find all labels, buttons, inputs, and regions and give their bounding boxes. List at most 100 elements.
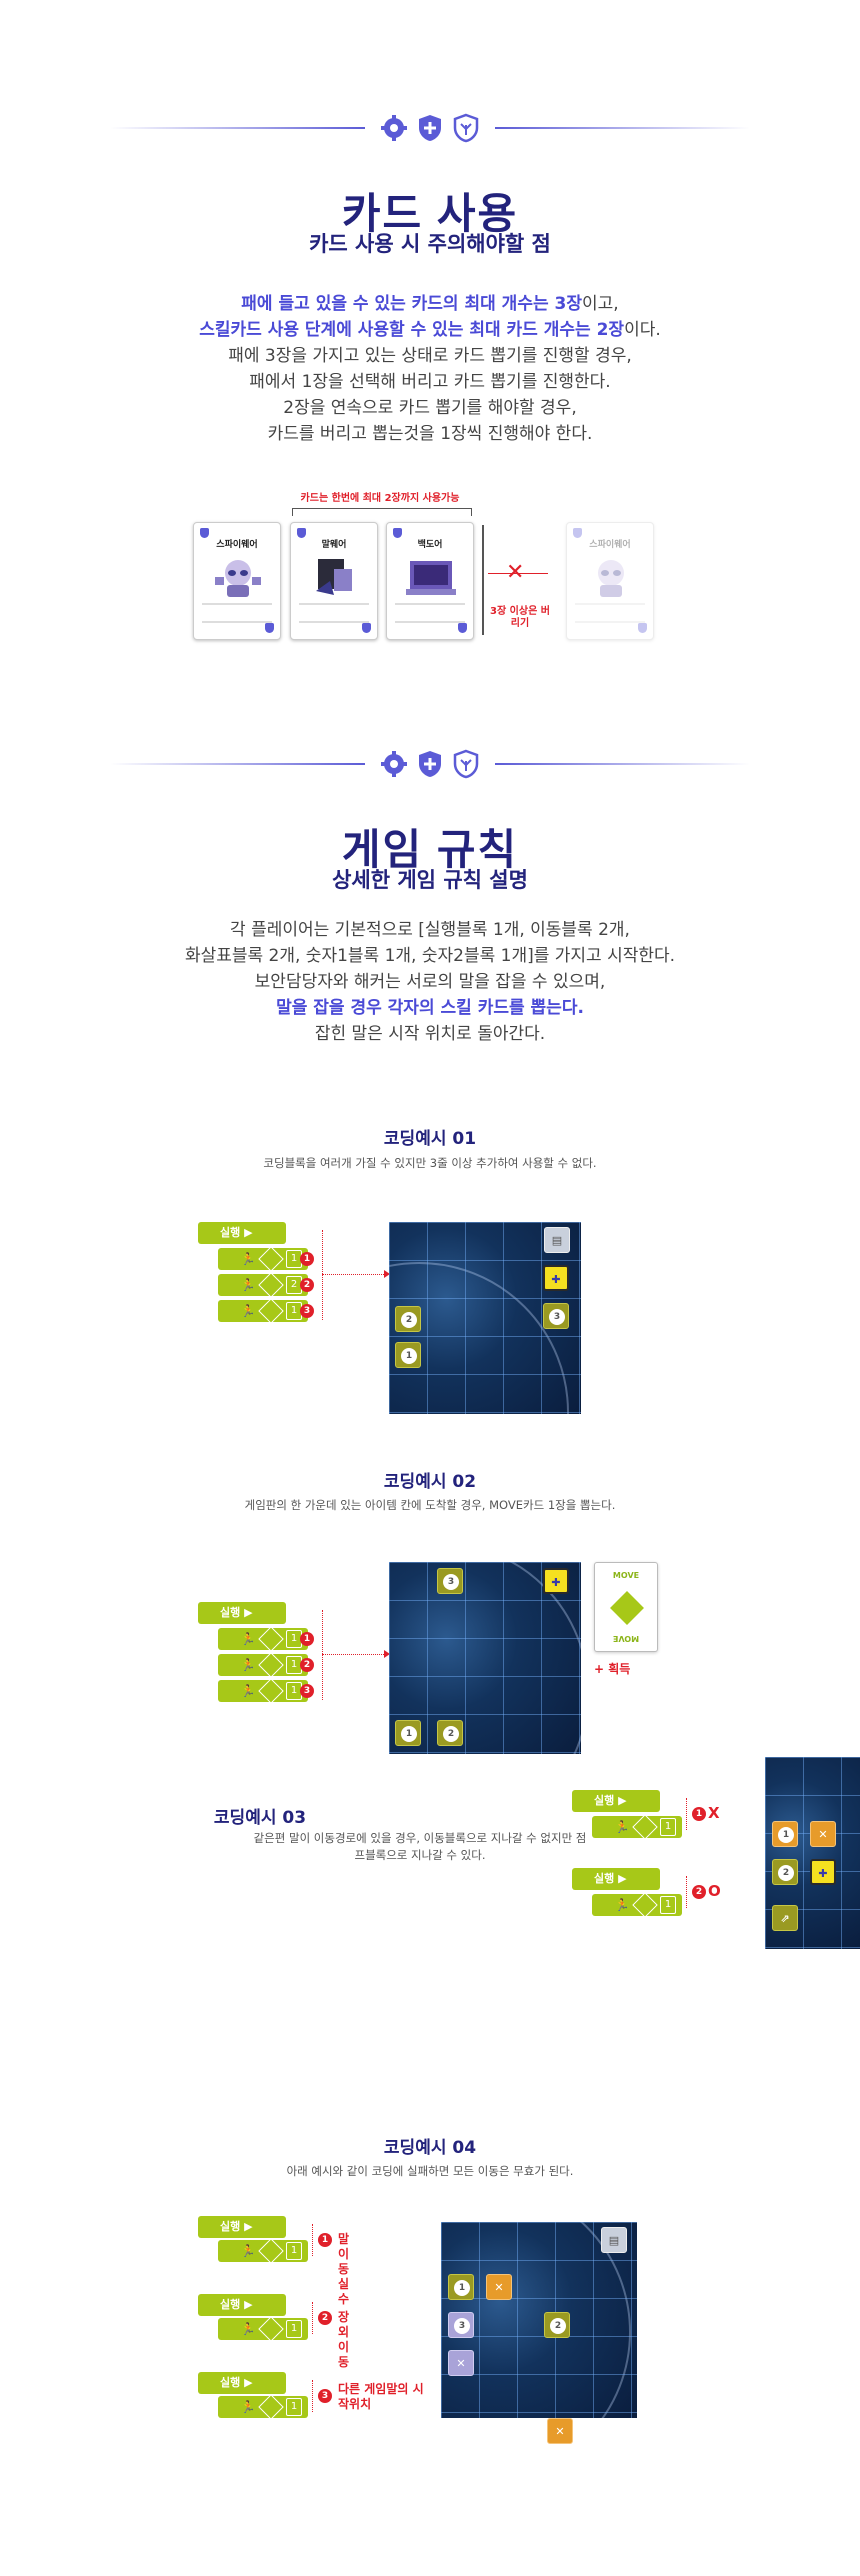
piece-1: 1 [448,2274,474,2300]
connector-line [322,1610,323,1700]
move-block: 🏃1 [218,1678,308,1704]
step-number: 3 [318,2389,332,2403]
divider-line [110,763,365,765]
walk-icon: 🏃 [240,1278,256,1292]
walk-icon: 🏃 [240,1632,256,1646]
card-text-lines [299,603,369,623]
card-rules-text: 패에 들고 있을 수 있는 카드의 최대 개수는 3장이고, 스킬카드 사용 단… [0,291,860,447]
piece-1: 1 [395,1342,421,1368]
card-badge-icon [638,623,647,633]
walk-icon: 🏃 [240,1684,256,1698]
move-block: 🏃1 [218,1298,308,1324]
section-divider [110,113,750,143]
card-badge-icon [265,623,274,633]
connector-line [686,1798,687,1830]
error-label: 다른 게임말의 시작위치 [338,2382,424,2411]
piece-1: 1 [395,1720,421,1746]
skill-card-spyware: 스파이웨어 [193,522,281,640]
gear-icon [381,751,407,777]
rule-line: 보안담당자와 해커는 서로의 말을 잡을 수 있으며, [254,972,606,992]
skill-card-malware: 말웨어 [290,522,378,640]
move-block: 🏃1 [218,2238,308,2264]
game-board: 3 ✚ 1 2 [389,1562,581,1754]
step-number: 3 [300,1684,314,1698]
example-desc: 코딩블록을 여러개 가질 수 있지만 3줄 이상 추가하여 사용할 수 없다. [263,1156,597,1170]
walk-icon: 🏃 [240,2400,256,2414]
step-number: 1 [300,1632,314,1646]
divider-line [495,127,750,129]
card-text-lines [575,603,645,623]
arrow-icon [384,1650,390,1658]
divider-icons [380,113,480,143]
step-number: 2 [300,1278,314,1292]
section-subtitle: 카드 사용 시 주의해야할 점 [309,232,551,256]
connector-line [322,1654,384,1655]
piece-3: 3 [448,2312,474,2338]
card-badge-icon [573,528,582,538]
shield-plus-icon [419,115,441,141]
connector-line [322,1274,384,1275]
document-icon: ▤ [544,1227,570,1253]
card-badge-icon [458,623,467,633]
shield-plus-icon [419,751,441,777]
move-block: 🏃1 [592,1892,682,1918]
limit-bar [482,525,484,635]
rule-line: 카드를 버리고 뽑는것을 1장씩 진행해야 한다. [267,424,593,444]
run-block: 실행 ▶ [198,1602,286,1624]
fail-mark: X [708,1804,720,1822]
out-of-board-icon: ✕ [547,2418,573,2444]
piece-2: 2 [437,1720,463,1746]
walk-icon: 🏃 [240,1658,256,1672]
discard-arrow-line [488,573,548,574]
connector-line [312,2224,313,2256]
error-label: 말이동 실수 [338,2232,350,2306]
shield-plus-icon: ✚ [543,1265,569,1291]
skill-card-discarded: 스파이웨어 [566,522,654,640]
walk-icon: 🏃 [240,2322,256,2336]
piece-2: 2 [772,1859,798,1885]
spyware-icon [215,560,261,597]
move-block: 🏃1 [218,1246,308,1272]
rule-line: 각 플레이어는 기본적으로 [실행블록 1개, 이동블록 2개, [230,920,630,940]
piece-2: 2 [395,1306,421,1332]
card-name: 스파이웨어 [589,540,631,550]
move-card-label: MOVE [612,1634,640,1643]
section-title: 카드 사용 [341,190,519,237]
section-title: 게임 규칙 [341,826,519,873]
document-icon: ▤ [601,2227,627,2253]
step-number: 1 [300,1252,314,1266]
card-badge-icon [200,528,209,538]
board-grid [389,1562,581,1754]
move-block: 🏃1 [218,1652,308,1678]
shield-plus-icon: ✚ [810,1859,836,1885]
example-title: 코딩예시 03 [213,1808,307,1828]
game-board-partial: 1 ✕ 2 ✚ ⇗ [765,1757,860,1949]
card-badge-icon [362,623,371,633]
backdoor-icon [406,561,456,595]
gain-label: + 획득 [594,1662,631,1676]
shield-leaf-icon [453,113,479,143]
error-label: 장외 이동 [338,2310,350,2369]
example-desc: 아래 예시와 같이 코딩에 실패하면 모든 이동은 무효가 된다. [286,2164,574,2178]
example-title: 코딩예시 04 [383,2138,477,2158]
move-block: 🏃1 [218,1626,308,1652]
piece-target: ⇗ [772,1905,798,1931]
run-block: 실행 ▶ [198,2294,286,2316]
card-badge-icon [297,528,306,538]
rule-line: 잡힌 말은 시작 위치로 돌아간다. [314,1024,546,1044]
card-name: 스파이웨어 [216,540,258,550]
walk-icon: 🏃 [240,1304,256,1318]
card-text-lines [395,603,465,623]
walk-icon: 🏃 [240,1252,256,1266]
rule-line: 2장을 연속으로 카드 뽑기를 해야할 경우, [283,398,577,418]
connector-line [686,1876,687,1908]
walk-icon: 🏃 [240,2244,256,2258]
run-block: 실행 ▶ [572,1868,660,1890]
piece-2: 2 [544,2312,570,2338]
move-diamond-icon [610,1591,644,1625]
blocked-start-icon: ✕ [448,2350,474,2376]
step-number: 2 [318,2311,332,2325]
connector-line [312,2302,313,2334]
ok-mark: O [708,1882,721,1900]
section-divider [110,749,750,779]
